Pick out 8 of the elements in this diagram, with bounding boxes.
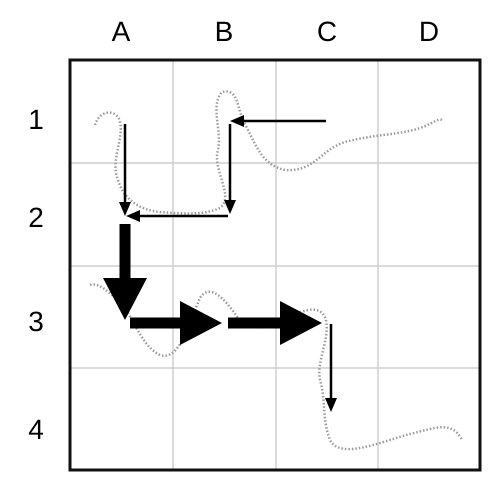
column-label: B: [214, 18, 234, 46]
column-label: A: [112, 18, 130, 46]
row-label: 2: [28, 204, 44, 232]
column-label: D: [418, 18, 440, 46]
column-label: C: [316, 18, 338, 46]
row-label: 1: [28, 106, 44, 134]
row-label: 4: [28, 416, 44, 444]
row-label: 3: [28, 308, 44, 336]
